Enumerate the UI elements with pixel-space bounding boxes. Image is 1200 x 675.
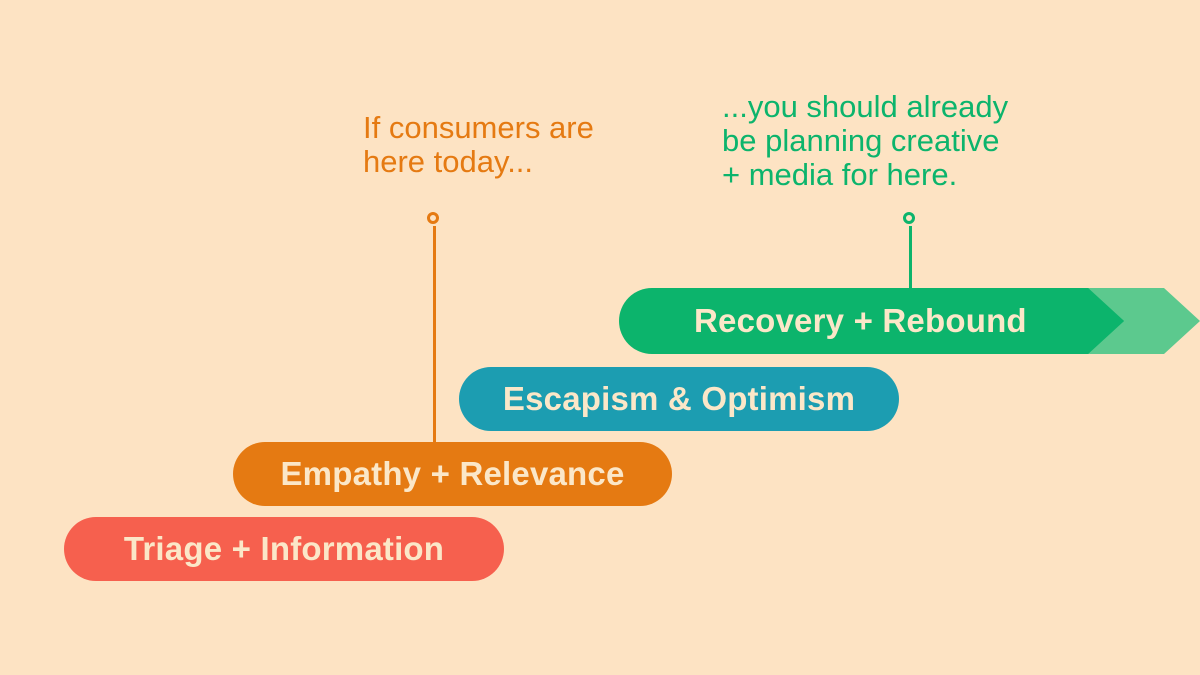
stage-pill-escapism: Escapism & Optimism (459, 367, 899, 431)
stage-pill-triage: Triage + Information (64, 517, 504, 581)
stage-pill-recovery: Recovery + Rebound (619, 288, 1139, 354)
callout-future-line-2: be planning creative (722, 123, 1000, 158)
arrow-tip-notch (1088, 288, 1124, 354)
stage-label-recovery: Recovery + Rebound (694, 302, 1027, 339)
callout-current: If consumers are here today... (363, 111, 594, 179)
arrow-tip-shape (1088, 288, 1200, 354)
callout-future-line-3: + media for here. (722, 157, 958, 192)
current-marker-circle (427, 212, 439, 224)
callout-current-line-1: If consumers are (363, 110, 594, 145)
callout-future: ...you should already be planning creati… (722, 90, 1008, 192)
callout-current-line-2: here today... (363, 144, 534, 179)
stage-label-triage: Triage + Information (123, 530, 445, 567)
arrow-tip-icon (1088, 288, 1200, 354)
stage-label-escapism: Escapism & Optimism (502, 380, 856, 417)
stage-label-empathy: Empathy + Relevance (280, 455, 625, 492)
current-marker-line (433, 226, 436, 442)
future-marker-line (909, 226, 912, 288)
stage-pill-empathy: Empathy + Relevance (233, 442, 672, 506)
future-marker-circle (903, 212, 915, 224)
callout-future-line-1: ...you should already (722, 89, 1009, 124)
